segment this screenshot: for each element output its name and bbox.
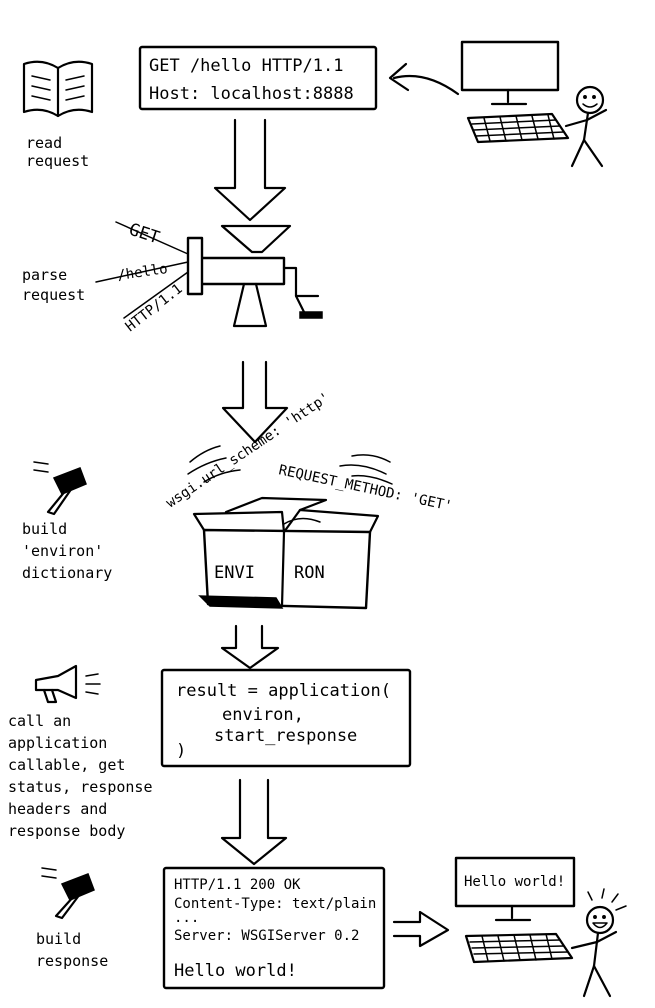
build-environ-label: build 'environ' dictionary	[22, 520, 112, 582]
request-box: GET /hello HTTP/1.1 Host: localhost:8888	[138, 45, 378, 111]
motion-lines	[187, 445, 393, 485]
keyboard-icon	[464, 932, 574, 964]
build-response-label: build response	[36, 930, 108, 970]
application-call-box: result = application( environ, start_res…	[160, 668, 412, 768]
person-excited-icon	[570, 888, 627, 998]
application-line-2: environ,	[222, 705, 304, 725]
environ-key-url-scheme: wsgi.url_scheme: 'http'	[163, 390, 333, 512]
meat-grinder-icon	[186, 224, 323, 328]
environ-box-text-right: RON	[294, 563, 325, 583]
response-content-type: Content-Type: text/plain	[174, 896, 376, 912]
parsed-request-parts: GET /hello HTTP/1.1	[95, 220, 189, 335]
parse-part-path: /hello	[116, 261, 168, 284]
response-ellipsis: ...	[174, 910, 199, 926]
right-arrow-icon	[392, 910, 450, 948]
person-smiling-icon	[564, 85, 608, 168]
parse-part-version: HTTP/1.1	[123, 281, 186, 335]
application-line-3: start_response	[214, 726, 357, 746]
environ-key-request-method: REQUEST_METHOD: 'GET'	[277, 462, 453, 514]
down-arrow-icon	[220, 624, 280, 670]
curved-arrow-icon	[388, 62, 460, 96]
response-status-line: HTTP/1.1 200 OK	[174, 877, 301, 893]
open-book-icon	[22, 60, 94, 118]
request-line-2: Host: localhost:8888	[149, 84, 354, 104]
call-application-label: call an application callable, get status…	[8, 712, 162, 840]
down-arrow-icon	[221, 360, 289, 444]
application-line-1: result = application(	[176, 681, 391, 701]
computer-monitor-icon	[460, 40, 560, 106]
hammer-icon	[41, 867, 95, 920]
response-body: Hello world!	[174, 961, 297, 981]
environ-box-text-left: ENVI	[214, 563, 255, 583]
application-line-4: )	[176, 741, 186, 761]
parse-part-get: GET	[126, 220, 161, 249]
keyboard-icon	[466, 112, 570, 144]
response-box: HTTP/1.1 200 OK Content-Type: text/plain…	[162, 866, 386, 990]
request-line-1: GET /hello HTTP/1.1	[149, 56, 343, 76]
down-arrow-icon	[220, 778, 288, 866]
megaphone-icon	[34, 664, 101, 704]
parse-request-label: parse request	[22, 266, 85, 304]
screen-hello-world: Hello world!	[464, 874, 565, 890]
hammer-icon	[33, 461, 87, 516]
down-arrow-icon	[213, 118, 287, 222]
environ-box-icon: ENVI RON	[192, 496, 380, 610]
read-request-label: read request	[26, 134, 89, 170]
response-server: Server: WSGIServer 0.2	[174, 928, 359, 944]
computer-monitor-icon: Hello world!	[454, 856, 576, 922]
